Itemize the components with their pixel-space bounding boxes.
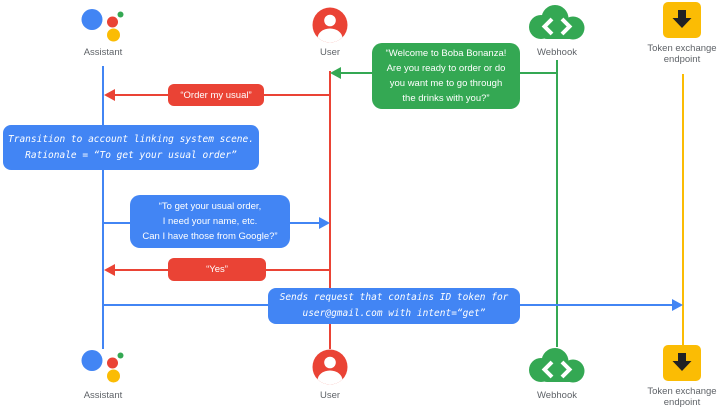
assistant-lifeline bbox=[102, 66, 104, 349]
token-exchange-icon bbox=[662, 2, 702, 44]
send-request-arrowhead-icon bbox=[672, 299, 683, 311]
ask-details-message-bubble: “To get your usual order, I need your na… bbox=[130, 195, 290, 248]
user-label-top: User bbox=[319, 47, 341, 58]
assistant-icon bbox=[81, 349, 126, 389]
token-endpoint-label-top: Token exchange endpoint bbox=[647, 43, 717, 65]
token-endpoint-lifeline bbox=[682, 74, 684, 345]
transition-note: Transition to account linking system sce… bbox=[3, 125, 259, 170]
yes-arrowhead-icon bbox=[104, 264, 115, 276]
welcome-message-bubble: “Welcome to Boba Bonanza! Are you ready … bbox=[372, 43, 520, 109]
webhook-icon bbox=[526, 347, 588, 388]
user-icon bbox=[312, 349, 348, 390]
ask-details-arrowhead-icon bbox=[319, 217, 330, 229]
webhook-label-top: Webhook bbox=[537, 47, 577, 58]
webhook-label-bottom: Webhook bbox=[537, 390, 577, 401]
assistant-label-top: Assistant bbox=[83, 47, 123, 58]
user-label-bottom: User bbox=[319, 390, 341, 401]
yes-message-bubble: “Yes” bbox=[168, 258, 266, 281]
welcome-arrowhead-icon bbox=[330, 67, 341, 79]
assistant-icon bbox=[81, 8, 126, 48]
webhook-icon bbox=[526, 4, 588, 45]
webhook-lifeline bbox=[556, 60, 558, 347]
user-lifeline bbox=[329, 71, 331, 349]
order-usual-message-bubble: “Order my usual” bbox=[168, 84, 264, 106]
assistant-label-bottom: Assistant bbox=[83, 390, 123, 401]
user-icon bbox=[312, 7, 348, 48]
send-request-note: Sends request that contains ID token for… bbox=[268, 288, 520, 324]
token-exchange-icon bbox=[662, 345, 702, 387]
token-endpoint-label-bottom: Token exchange endpoint bbox=[647, 386, 717, 408]
order-usual-arrowhead-icon bbox=[104, 89, 115, 101]
